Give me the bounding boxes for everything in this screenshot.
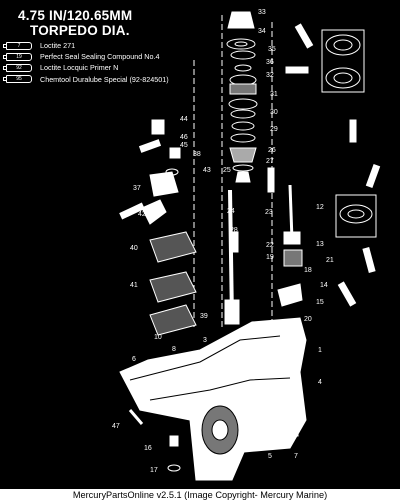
legend-item: 7 Loctite 271	[3, 40, 216, 51]
callout-13: 13	[316, 241, 324, 248]
callout-42: 42	[138, 211, 146, 218]
callout-4: 4	[318, 379, 322, 386]
callout-40: 40	[130, 245, 138, 252]
copyright-footer: MercuryPartsOnline v2.5.1 (Image Copyrig…	[0, 489, 400, 502]
callout-30: 30	[270, 109, 278, 116]
callout-34: 34	[258, 28, 266, 35]
callout-38: 38	[193, 151, 201, 158]
callout-9b: 9	[284, 401, 288, 408]
callout-6: 6	[132, 356, 136, 363]
legend-text: Loctite 271	[40, 41, 76, 50]
callout-7: 7	[294, 453, 298, 460]
callout-14: 14	[320, 282, 328, 289]
callout-17: 17	[150, 467, 158, 474]
callout-18: 18	[304, 267, 312, 274]
legend-item: 19 Perfect Seal Sealing Compound No.4	[3, 51, 216, 62]
callout-32: 32	[266, 72, 274, 79]
callout-2: 2	[208, 453, 212, 460]
callout-23: 23	[265, 209, 273, 216]
callout-26: 26	[268, 147, 276, 154]
callout-28: 28	[230, 227, 238, 234]
callout-9: 9	[147, 378, 151, 385]
title-torpedo-dia: TORPEDO DIA.	[30, 23, 130, 38]
legend-item: 95 Chemtool Duralube Special (92-824501)	[3, 74, 216, 85]
callout-46: 46	[180, 134, 188, 141]
sealant-tube-icon: 95	[3, 75, 32, 84]
callout-12: 12	[316, 204, 324, 211]
legend-text: Perfect Seal Sealing Compound No.4	[40, 52, 160, 62]
callout-33: 33	[258, 9, 266, 16]
legend-text: Loctite Locquic Primer N	[40, 63, 119, 73]
callout-25: 25	[223, 167, 231, 174]
callout-20: 20	[304, 316, 312, 323]
callout-21: 21	[326, 257, 334, 264]
callout-43: 43	[203, 167, 211, 174]
callout-35: 35	[268, 46, 276, 53]
callout-15: 15	[316, 299, 324, 306]
callout-1: 1	[318, 347, 322, 354]
legend-text: Chemtool Duralube Special (92-824501)	[40, 74, 169, 84]
sealant-tube-icon: 92	[3, 63, 32, 72]
callout-16: 16	[144, 445, 152, 452]
title-diameter-in-mm: 4.75 IN/120.65MM	[18, 8, 133, 23]
callout-37: 37	[133, 185, 141, 192]
callout-31: 31	[270, 91, 278, 98]
callout-11: 11	[282, 379, 289, 386]
callout-36: 36	[266, 59, 274, 66]
sealant-legend: 7 Loctite 271 19 Perfect Seal Sealing Co…	[3, 40, 216, 85]
callout-5b: 5	[268, 453, 272, 460]
sealant-tube-icon: 7	[3, 41, 32, 50]
callout-29: 29	[270, 126, 278, 133]
callout-8: 8	[172, 346, 176, 353]
callout-27: 27	[266, 158, 274, 165]
callout-39: 39	[200, 313, 208, 320]
callout-44: 44	[180, 116, 188, 123]
callout-10: 10	[154, 334, 162, 341]
sealant-tube-icon: 19	[3, 52, 32, 61]
callout-45: 45	[180, 142, 188, 149]
callout-22: 22	[266, 242, 274, 249]
legend-item: 92 Loctite Locquic Primer N	[3, 62, 216, 73]
callout-41: 41	[130, 282, 138, 289]
callout-5: 5	[132, 369, 136, 376]
callout-47: 47	[112, 423, 120, 430]
callout-24: 24	[227, 208, 235, 215]
callout-3: 3	[203, 337, 207, 344]
callout-19: 19	[266, 254, 274, 261]
